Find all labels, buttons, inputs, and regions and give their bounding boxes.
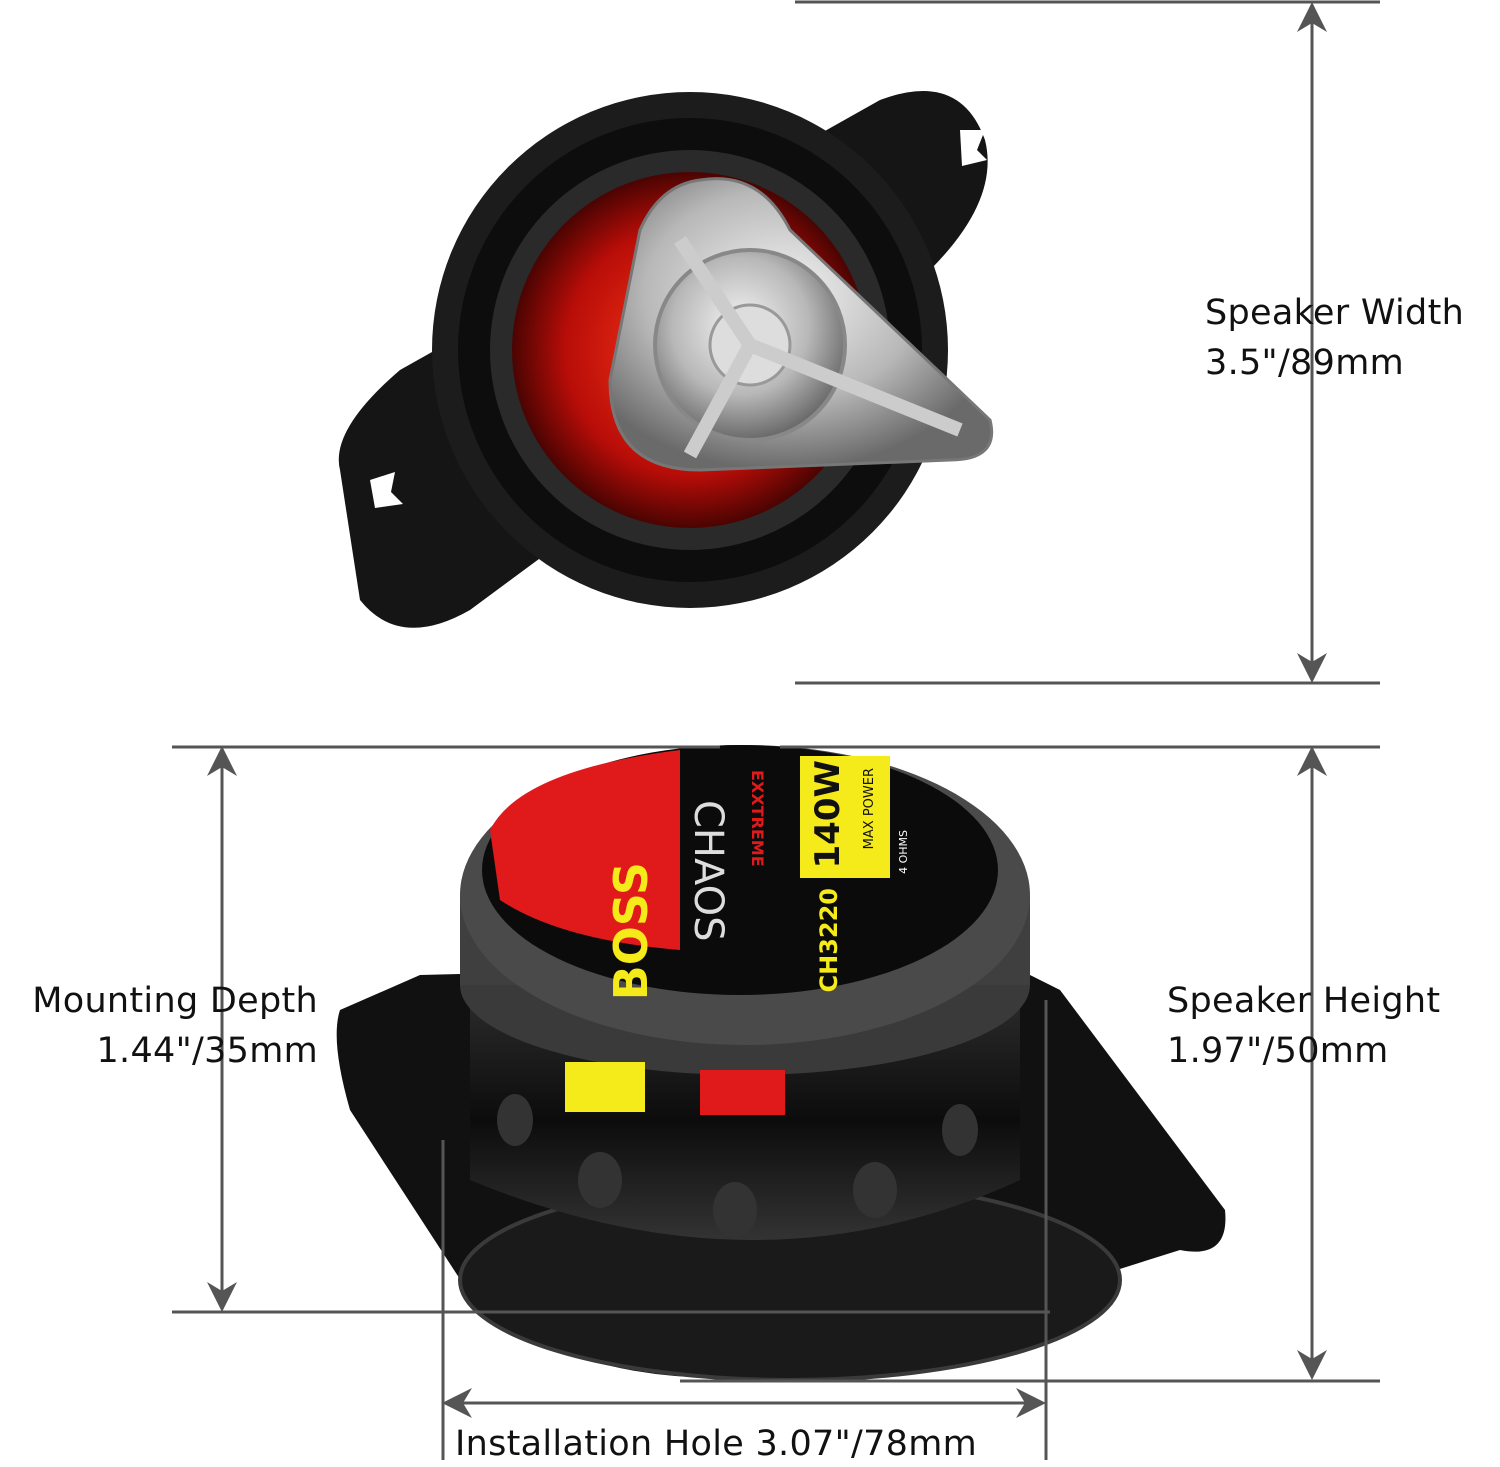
speaker-width-label: Speaker Width (1205, 293, 1465, 333)
impedance: 4 OHMS (897, 830, 910, 874)
speaker-height-label: Speaker Height (1167, 981, 1441, 1021)
dimension-lines (172, 0, 1380, 1460)
speaker-height-value: 1.97"/50mm (1167, 1031, 1389, 1071)
speaker-front-view (338, 91, 993, 628)
brand-logo: BOSS (604, 862, 658, 1001)
power-caption: MAX POWER (862, 768, 877, 850)
model-number: CH3220 (815, 888, 843, 993)
subseries-logo: EXXTREME (748, 770, 767, 867)
power-rating: 140W (808, 760, 848, 869)
vent-holes (497, 1094, 978, 1238)
speaker-width-value: 3.5"/89mm (1205, 343, 1404, 383)
series-logo: CHAOS (685, 800, 731, 942)
speaker-side-view (336, 745, 1226, 1382)
mount-slot-icon (960, 130, 987, 166)
mounting-depth-label: Mounting Depth (32, 981, 318, 1021)
installation-hole-label: Installation Hole 3.07"/78mm (455, 1424, 978, 1464)
mounting-depth-value: 1.44"/35mm (96, 1031, 318, 1071)
mount-slot-icon (370, 472, 403, 508)
